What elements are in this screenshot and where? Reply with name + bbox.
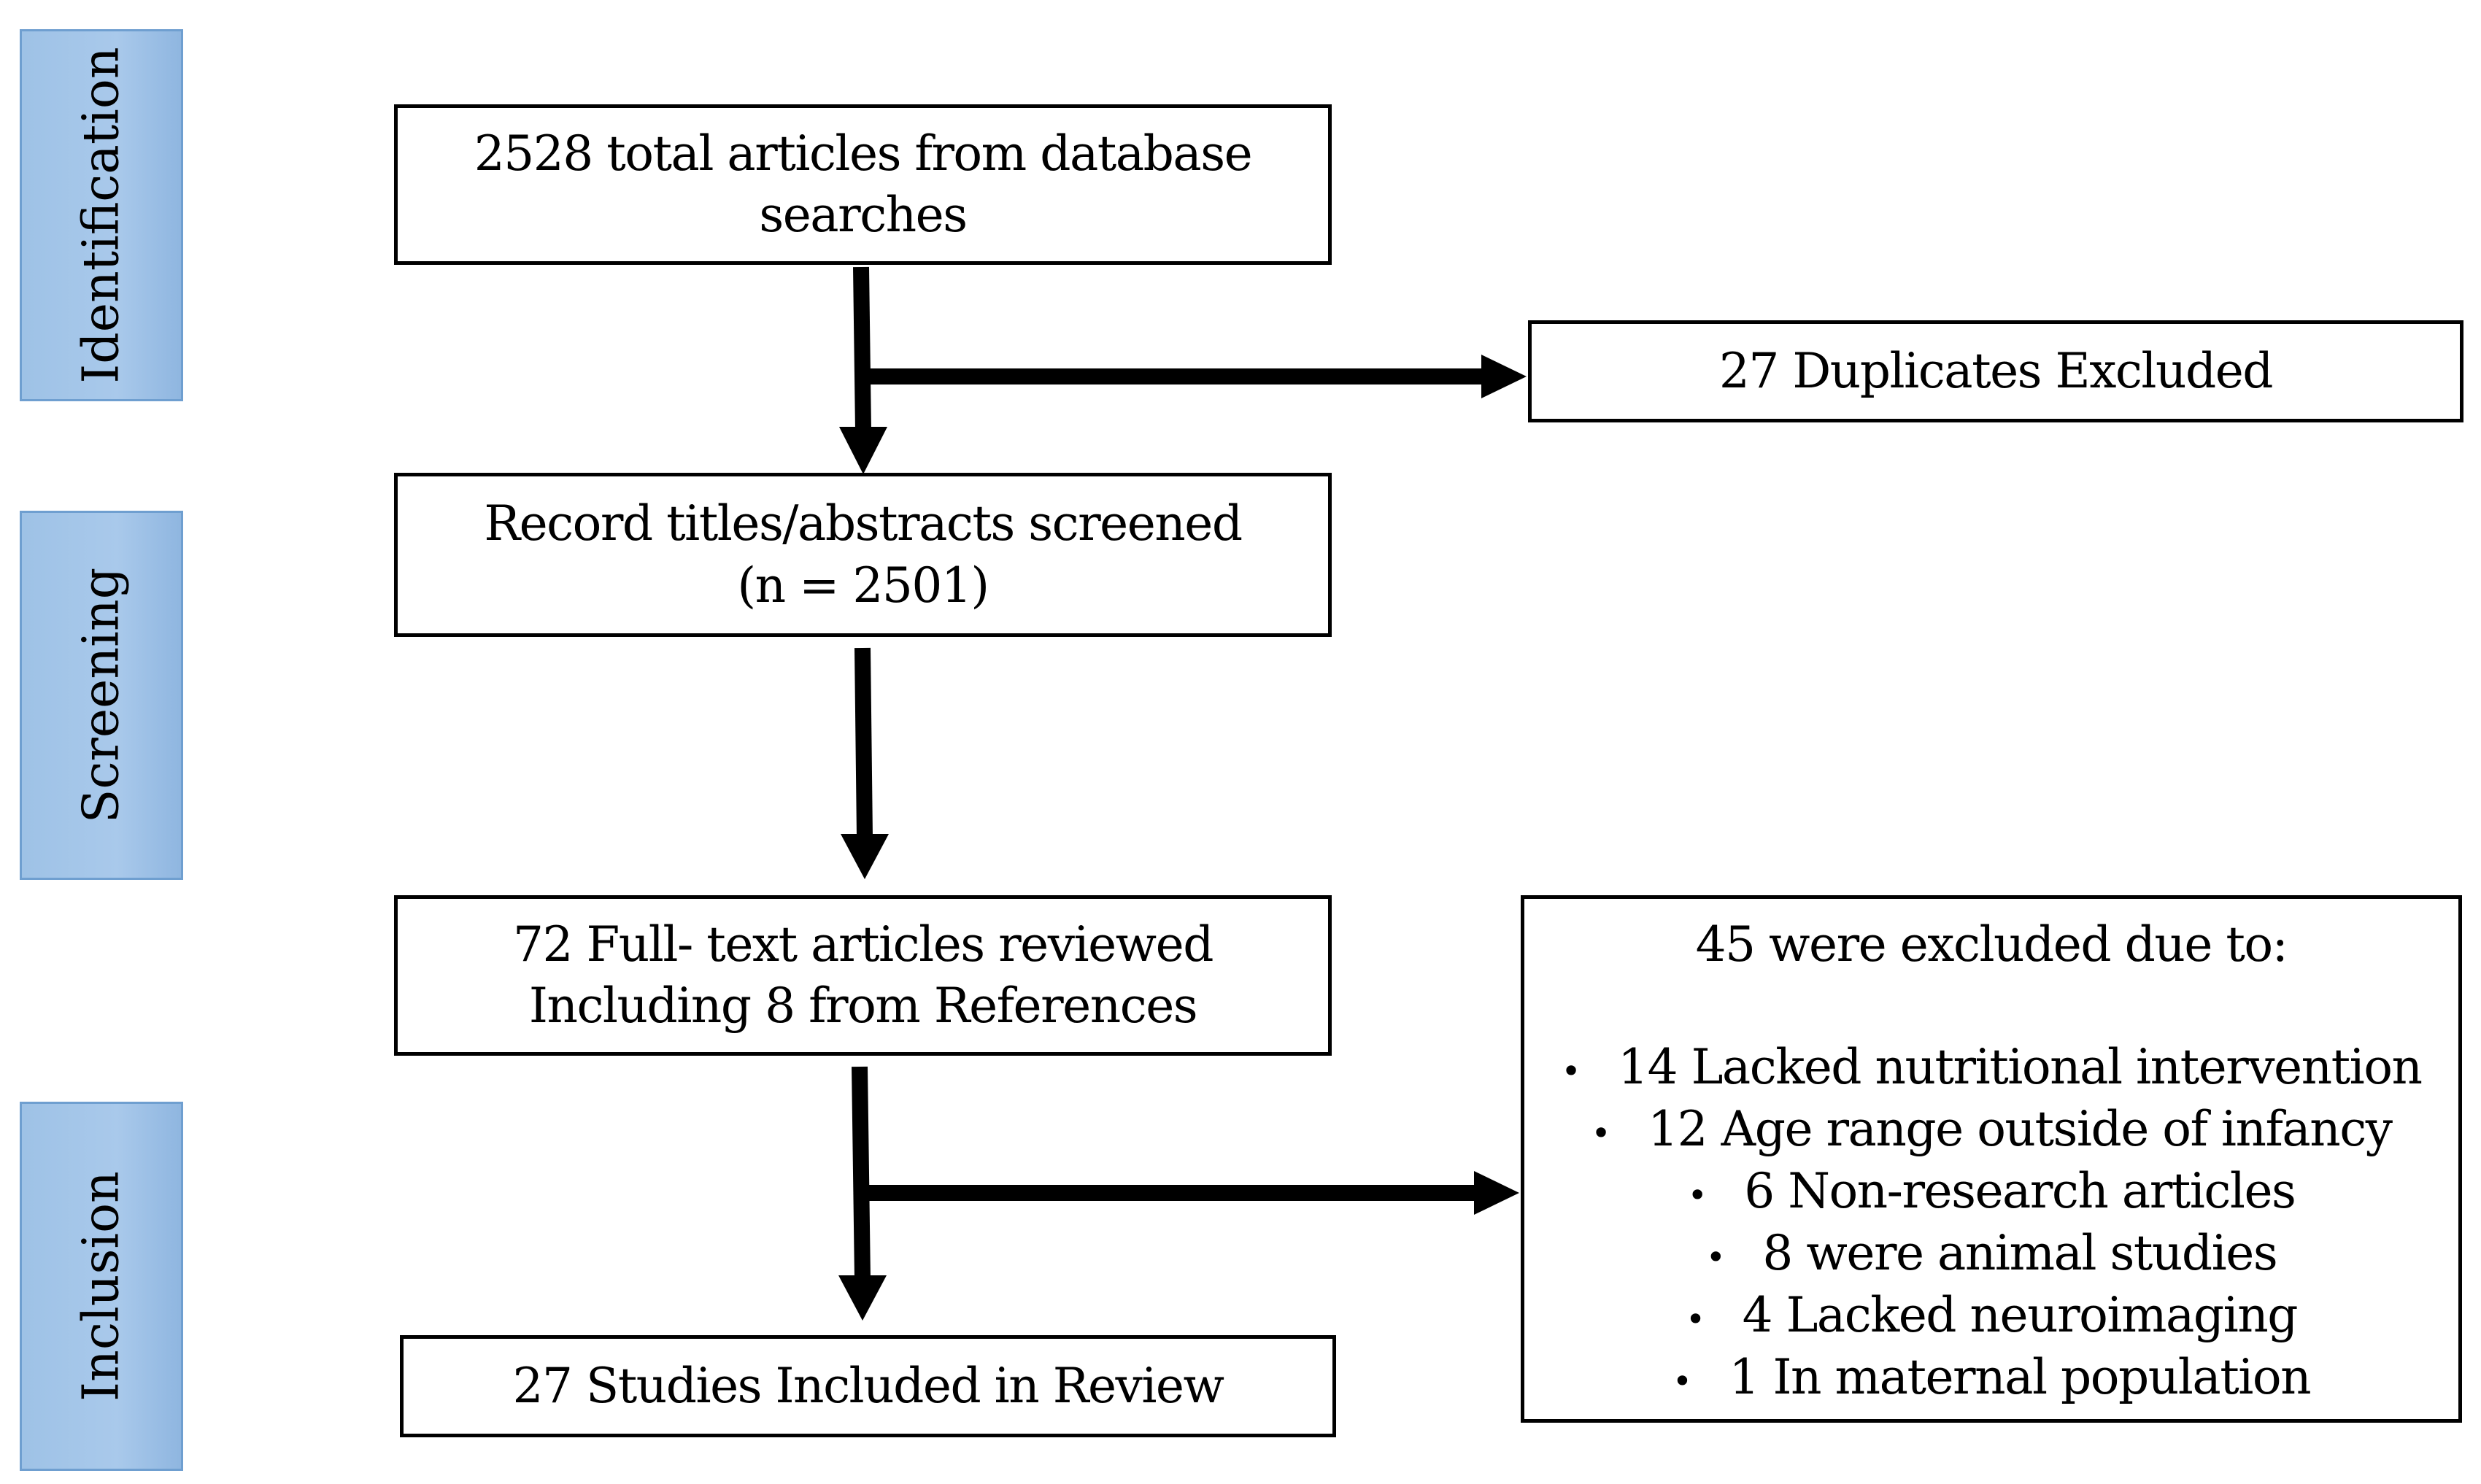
fulltext-reviewed-box: 72 Full- text articles reviewed Includin… bbox=[394, 895, 1332, 1056]
screened-records-line1: Record titles/abstracts screened bbox=[484, 495, 1243, 552]
screened-records-line2: (n = 2501) bbox=[737, 557, 989, 614]
arrow-fulltext-to-included-head bbox=[838, 1275, 887, 1321]
studies-included-text: 27 Studies Included in Review bbox=[512, 1357, 1224, 1414]
arrow-screened-to-fulltext-head bbox=[841, 834, 889, 879]
exclusion-reason-item: 8 were animal studies bbox=[1524, 1222, 2458, 1284]
arrow-screened-to-fulltext-shaft bbox=[854, 647, 873, 838]
fulltext-reviewed-line2: Including 8 from References bbox=[528, 978, 1198, 1034]
exclusion-reason-item: 1 In maternal population bbox=[1524, 1346, 2458, 1408]
fulltext-reviewed-line1: 72 Full- text articles reviewed bbox=[513, 916, 1214, 973]
exclusion-reasons-list: 14 Lacked nutritional intervention 12 Ag… bbox=[1524, 1036, 2458, 1408]
exclusion-reason-item: 6 Non-research articles bbox=[1524, 1160, 2458, 1222]
duplicates-excluded-text: 27 Duplicates Excluded bbox=[1718, 342, 2274, 399]
identified-records-box: 2528 total articles from database search… bbox=[394, 104, 1332, 265]
phase-label-identification: Identification bbox=[20, 29, 183, 401]
arrow-identified-to-screened-shaft bbox=[853, 266, 871, 431]
arrow-fulltext-to-included-shaft bbox=[852, 1066, 871, 1280]
exclusion-reasons-box: 45 were excluded due to: 14 Lacked nutri… bbox=[1521, 895, 2462, 1423]
exclusion-reasons-heading: 45 were excluded due to: bbox=[1695, 916, 2288, 973]
arrow-to-duplicates-head bbox=[1481, 355, 1527, 398]
exclusion-reason-item: 4 Lacked neuroimaging bbox=[1524, 1284, 2458, 1346]
exclusion-reason-item: 14 Lacked nutritional intervention bbox=[1524, 1036, 2458, 1098]
arrow-to-exclusions-head bbox=[1474, 1171, 1519, 1215]
phase-label-inclusion: Inclusion bbox=[20, 1102, 183, 1471]
exclusion-reason-item: 12 Age range outside of infancy bbox=[1524, 1098, 2458, 1160]
identified-records-line2: searches bbox=[759, 187, 968, 243]
screened-records-box: Record titles/abstracts screened (n = 25… bbox=[394, 473, 1332, 637]
duplicates-excluded-box: 27 Duplicates Excluded bbox=[1528, 320, 2463, 422]
phase-label-screening: Screening bbox=[20, 511, 183, 880]
identified-records-line1: 2528 total articles from database bbox=[474, 125, 1253, 182]
studies-included-box: 27 Studies Included in Review bbox=[400, 1335, 1336, 1437]
arrow-identified-to-screened-head bbox=[839, 427, 887, 474]
